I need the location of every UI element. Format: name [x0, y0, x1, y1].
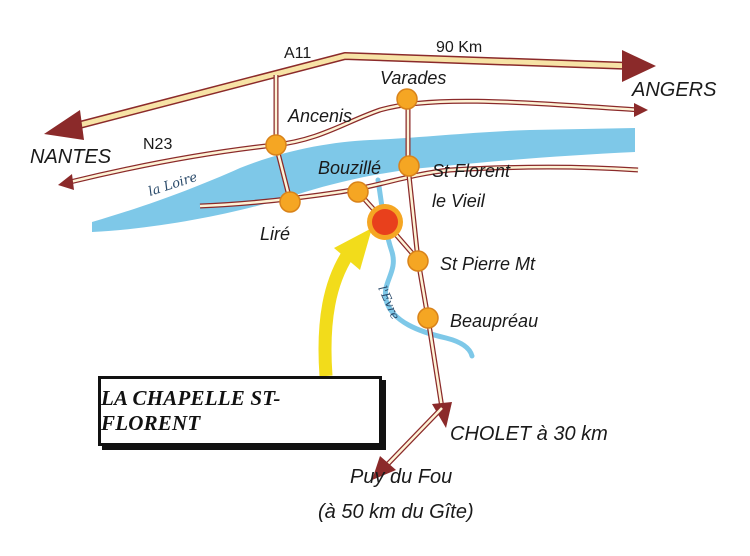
motorway-label: A11 — [284, 45, 311, 62]
motorway-distance-label: 90 Km — [436, 39, 482, 56]
town-dot-beaupreau — [417, 307, 439, 329]
pointer-arrow-head — [334, 228, 372, 270]
destination-south-note: (à 50 km du Gîte) — [318, 501, 474, 523]
arrow-west-motorway — [44, 110, 84, 140]
arrow-puy-du-fou — [372, 456, 396, 480]
destination-west: NANTES — [30, 146, 112, 168]
town-label-lire: Liré — [260, 224, 290, 244]
town-dot-ancenis — [265, 134, 287, 156]
town-label-st-florent-1: St Florent — [432, 161, 511, 181]
destination-south-east: CHOLET à 30 km — [450, 423, 608, 445]
destination-east: ANGERS — [631, 79, 717, 101]
puy-du-fou-road — [382, 406, 444, 470]
town-dot-varades — [396, 88, 418, 110]
arrow-east-n23 — [634, 103, 648, 117]
town-dot-lire — [279, 191, 301, 213]
town-label-bouzille: Bouzillé — [318, 158, 381, 178]
map-pin-icon — [367, 204, 403, 240]
town-dot-st-florent — [398, 155, 420, 177]
highlight-label: LA CHAPELLE ST-FLORENT — [101, 386, 281, 435]
evre-river-label: l'Evre — [375, 284, 402, 322]
town-label-ancenis: Ancenis — [287, 106, 352, 126]
n23-road — [69, 98, 641, 185]
arrow-west-n23 — [58, 174, 74, 190]
town-label-st-pierre: St Pierre Mt — [440, 254, 536, 274]
pointer-arrow — [318, 250, 354, 377]
arrow-east-motorway — [622, 50, 656, 82]
highlight-label-box: LA CHAPELLE ST-FLORENT — [98, 376, 382, 446]
south-bank-road — [199, 164, 639, 209]
destination-south: Puy du Fou — [350, 466, 452, 488]
town-label-beaupreau: Beaupréau — [450, 311, 538, 331]
town-label-st-florent-2: le Vieil — [432, 191, 486, 211]
town-dots — [265, 88, 439, 329]
arrow-cholet — [432, 402, 452, 428]
national-road-label: N23 — [143, 136, 172, 153]
town-label-varades: Varades — [380, 68, 446, 88]
town-dot-st-pierre — [407, 250, 429, 272]
a11-motorway — [66, 52, 633, 132]
town-dot-bouzille — [347, 181, 369, 203]
